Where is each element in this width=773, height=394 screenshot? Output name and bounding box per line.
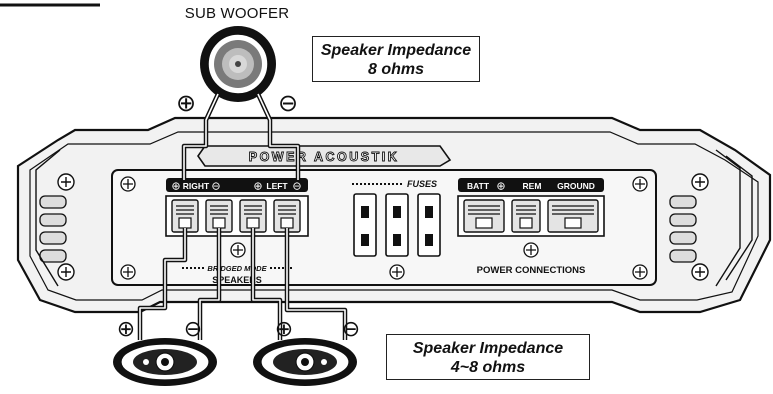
fuses-label: FUSES [407,179,437,189]
impedance-callout-speakers: Speaker Impedance 4~8 ohms [386,334,590,380]
amplifier: POWER ACOUSTIK ⊕ RIGHT ⊖ ⊕ LEFT ⊖ [16,116,772,314]
right-terminal-label: RIGHT [183,181,210,191]
impedance-title: Speaker Impedance [412,340,564,357]
batt-label: BATT [467,181,490,191]
subwoofer-plus-symbol: ⊕ [176,90,196,117]
impedance-value: 4~8 ohms [450,359,526,376]
faceplate-screw [120,176,648,280]
subwoofer-label: SUB WOOFER [184,5,290,22]
batt-plus-symbol: ⊕ [496,181,505,193]
terminal-plus-symbol-2: ⊕ [253,181,262,193]
fuse-block: FUSES [352,179,441,280]
impedance-callout-subwoofer: Speaker Impedance 8 ohms [312,36,480,82]
speaker-right-minus-symbol: ⊖ [342,316,360,341]
subwoofer-minus-symbol: ⊖ [278,90,298,117]
brand-name: POWER ACOUSTIK [249,150,400,164]
impedance-title: Speaker Impedance [320,42,472,59]
speaker-left [113,338,217,386]
rem-label: REM [523,181,542,191]
bridged-mode-marker: BRIDGED MODE SPEAKERS [182,264,292,285]
ground-label: GROUND [557,181,595,191]
speakers-label: SPEAKERS [212,275,262,285]
speaker-left-minus-symbol: ⊖ [184,316,202,341]
speaker-right [253,338,357,386]
speaker-left-plus-symbol: ⊕ [117,316,135,341]
power-connections-label: POWER CONNECTIONS [477,265,586,276]
speaker-right-plus-symbol: ⊕ [275,316,293,341]
left-terminal-label: LEFT [266,181,288,191]
subwoofer [200,26,276,102]
power-terminal-block: BATT ⊕ REM GROUND POWER CONNECT [457,178,605,276]
terminal-minus-symbol-2: ⊖ [292,181,301,193]
impedance-value: 8 ohms [367,61,424,78]
bridged-mode-label: BRIDGED MODE [207,264,267,273]
terminal-minus-symbol: ⊖ [211,181,220,193]
terminal-plus-symbol: ⊕ [171,181,180,193]
